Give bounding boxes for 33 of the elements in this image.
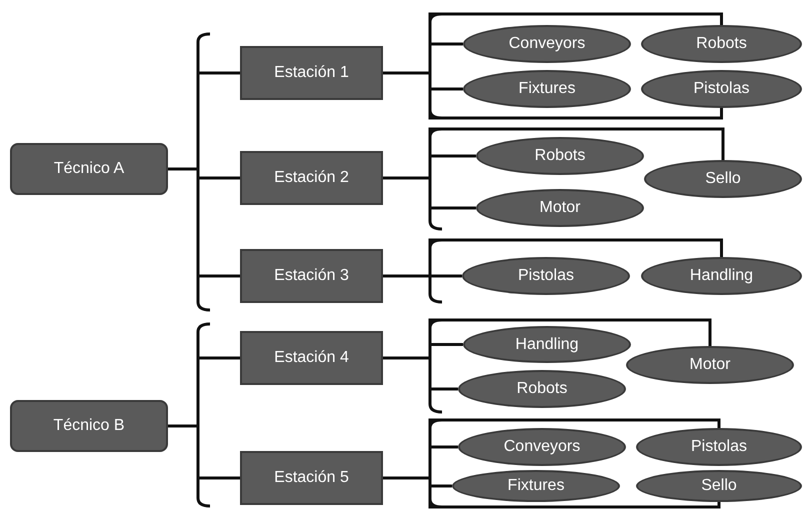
node-label: Fixtures xyxy=(518,79,576,99)
node-label: Pistolas xyxy=(518,266,574,286)
node-label: Sello xyxy=(701,476,737,496)
node-label: Pistolas xyxy=(693,79,750,99)
station-box xyxy=(240,151,383,205)
node-label: Fixtures xyxy=(508,476,564,496)
technician-box xyxy=(10,400,168,452)
node-label: Motor xyxy=(690,355,730,375)
node-label: Técnico A xyxy=(54,159,124,179)
node-label: Motor xyxy=(540,198,580,218)
connector-line xyxy=(383,476,720,508)
node-label: Estación 3 xyxy=(274,266,349,286)
node-label: Estación 5 xyxy=(274,468,349,488)
node-label: Robots xyxy=(516,379,568,399)
node-label: Estación 4 xyxy=(274,348,349,368)
connector-line xyxy=(383,72,723,120)
station-box xyxy=(240,451,383,505)
node-label: Estación 2 xyxy=(274,168,349,188)
node-label: Pistolas xyxy=(690,437,748,457)
node-label: Técnico B xyxy=(53,416,125,436)
connector-line xyxy=(383,238,723,278)
node-label: Handling xyxy=(690,266,754,286)
node-label: Conveyors xyxy=(504,437,580,457)
node-label: Conveyors xyxy=(508,34,586,54)
node-label: Robots xyxy=(696,34,747,54)
station-box xyxy=(240,249,383,303)
node-label: Robots xyxy=(534,146,586,166)
node-label: Estación 1 xyxy=(274,63,349,83)
station-box xyxy=(240,331,383,385)
station-box xyxy=(240,46,383,100)
technician-box xyxy=(10,143,168,195)
node-label: Handling xyxy=(515,334,579,354)
node-label: Sello xyxy=(705,169,741,189)
